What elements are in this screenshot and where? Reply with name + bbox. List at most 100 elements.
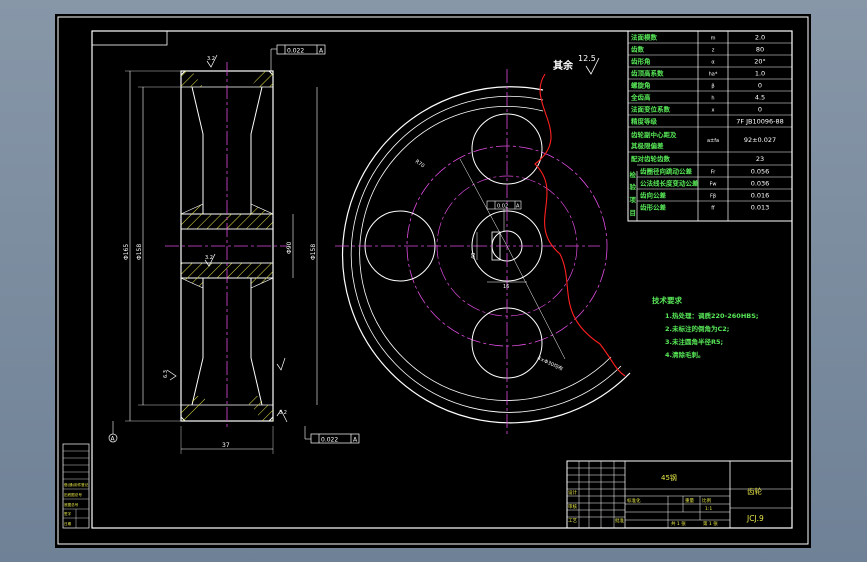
- scale-value: 1:1: [705, 506, 712, 512]
- param-symbol: β: [711, 84, 714, 90]
- param-symbol: h: [711, 96, 714, 102]
- drawing-no: JCJ.9: [746, 514, 764, 523]
- tol-bot-datum: A: [353, 437, 358, 444]
- param-symbol: Fr: [711, 170, 717, 176]
- section-view: [108, 44, 360, 454]
- param-value: 23: [756, 155, 764, 163]
- param-value: 0: [758, 82, 762, 90]
- param-value: 2.0: [755, 34, 765, 42]
- tb-label-approve: 批准: [615, 517, 624, 524]
- ra-left: 6.3: [163, 370, 169, 378]
- param-label: 齿数: [631, 45, 645, 54]
- param-label: 齿圈径向跳动公差: [640, 167, 693, 176]
- tol-bot-value: 0.022: [321, 437, 338, 444]
- ra-bottom: 3.2: [279, 410, 287, 416]
- group-label-4: 目: [630, 209, 637, 217]
- tech-item: 2.未标注的倒角为C2;: [665, 324, 729, 333]
- param-table: 法面模数 m 2.0 齿数 z 80 齿形角 α 20° 齿顶高系数 ha* 1.0 螺旋角 β 0 全齿高 h…: [627, 30, 793, 222]
- param-value: 0.013: [751, 204, 770, 212]
- side-table: [62, 443, 90, 529]
- tol-top-value: 0.022: [287, 48, 304, 55]
- group-label-2: 验: [630, 182, 637, 191]
- param-symbol: ha*: [709, 72, 718, 78]
- param-value: 20°: [754, 58, 766, 66]
- param-symbol: z: [712, 48, 715, 54]
- tb-label-design: 设计: [568, 489, 577, 496]
- param-label: 法面模数: [631, 33, 658, 42]
- ra-top: 3.2: [207, 56, 215, 62]
- group-label-3: 项: [630, 195, 637, 204]
- side-label-5: 日期: [64, 521, 72, 526]
- param-value: 4.5: [755, 94, 765, 102]
- param-label: 法面变位系数: [631, 105, 671, 114]
- param-label: 公法线长度变动公差: [640, 179, 699, 188]
- tb-label-process: 工艺: [568, 518, 577, 524]
- param-label: 齿顶高系数: [631, 69, 664, 78]
- outer-border: [57, 16, 809, 545]
- cad-viewport[interactable]: 0.022 A 0.022 A A 3.2 3.2 3.2 6.3 Φ165 Φ…: [55, 14, 811, 548]
- param-label: 齿向公差: [640, 191, 667, 200]
- tech-item: 4.清除毛刺。: [665, 350, 705, 359]
- datum-label: A: [111, 436, 116, 443]
- sheet-total: 共 1 张: [671, 520, 686, 527]
- side-label-4: 签字: [64, 511, 72, 516]
- param-label-cont: 其极限偏差: [631, 141, 664, 150]
- param-symbol: Fw: [710, 182, 717, 188]
- param-label: 配对齿轮齿数: [631, 154, 671, 163]
- dim-holes: 4×Φ30均布: [536, 354, 564, 372]
- tol-right-value: 0.02: [497, 204, 508, 210]
- scale-label: 比例: [702, 497, 711, 504]
- param-label: 齿轮副中心距及: [631, 130, 677, 139]
- param-value: 0.036: [751, 180, 770, 188]
- param-value: 0: [758, 106, 762, 114]
- param-label: 精度等级: [631, 117, 658, 126]
- side-label-1: 借(通)用件登记: [64, 482, 89, 487]
- param-value: 0.016: [751, 192, 770, 200]
- dim-hub: Φ90: [286, 241, 293, 254]
- param-label: 螺旋角: [631, 81, 651, 90]
- tol-right-datum: A: [516, 204, 520, 210]
- dim-root: Φ158: [136, 244, 143, 260]
- corner-box: [91, 30, 168, 46]
- tech-item: 3.未注圆角半径R5;: [665, 337, 723, 346]
- dim-outer: Φ165: [123, 244, 130, 260]
- dim-hub-right: 40: [471, 253, 477, 259]
- param-value: 80: [756, 46, 764, 54]
- dim-web: Φ158: [310, 244, 317, 260]
- material: 45钢: [661, 473, 677, 482]
- param-symbol: Fβ: [710, 194, 716, 200]
- param-value: 92±0.027: [744, 136, 776, 144]
- weight-label: 重量: [685, 497, 694, 504]
- param-label: 齿形角: [631, 57, 651, 66]
- param-symbol: ff: [711, 206, 715, 212]
- tb-label-std: 标准化: [627, 497, 641, 504]
- tech-title: 技术要求: [652, 295, 682, 305]
- param-symbol: α: [711, 60, 715, 66]
- dim-width: 37: [222, 442, 230, 449]
- side-label-2: 旧底图总号: [64, 492, 82, 497]
- tol-top-datum: A: [319, 48, 324, 55]
- front-view: [335, 57, 631, 434]
- tech-item: 1.热处理：调质220-260HBS;: [665, 311, 759, 320]
- ra-mid: 3.2: [205, 255, 213, 261]
- title-block: [566, 460, 793, 529]
- part-name: 齿轮: [747, 486, 762, 496]
- param-symbol: a±fa: [707, 138, 719, 144]
- side-label-3: 底图总号: [64, 502, 79, 507]
- param-label: 齿形公差: [640, 203, 667, 212]
- dim-radius: R70: [414, 159, 426, 170]
- rough-label: 其余: [553, 59, 574, 72]
- param-value: 7F JB10096-88: [736, 118, 784, 126]
- inner-border: [91, 30, 793, 529]
- tb-label-review: 审核: [568, 503, 577, 510]
- rough-value: 12.5: [578, 54, 596, 63]
- param-value: 0.056: [751, 168, 770, 176]
- dim-bore: 16: [503, 284, 509, 290]
- param-label: 全齿高: [630, 93, 651, 102]
- param-symbol: m: [711, 36, 716, 42]
- sheet-label: 第 1 张: [703, 520, 718, 527]
- param-symbol: x: [712, 108, 715, 114]
- group-label-1: 检: [630, 170, 637, 179]
- gear-drawing: 0.022 A 0.022 A A 3.2 3.2 3.2 6.3 Φ165 Φ…: [57, 16, 809, 545]
- param-value: 1.0: [755, 70, 765, 78]
